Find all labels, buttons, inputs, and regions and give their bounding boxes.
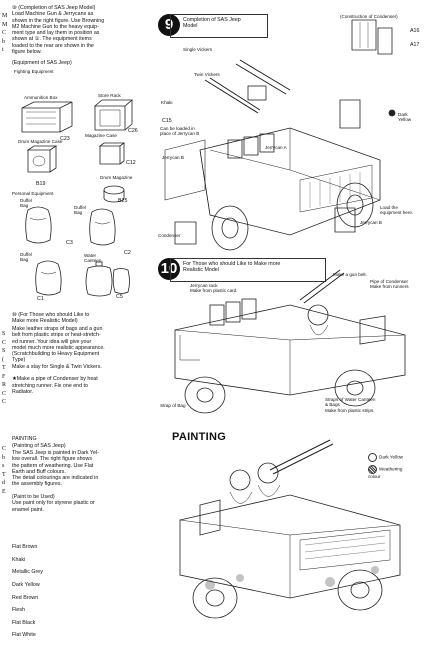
duffel-bag-1-drawing (25, 206, 52, 244)
weathering-legend-text: Weathering colour (368, 467, 403, 480)
duffel-bag-1-label: Duffel Bag (20, 198, 32, 209)
drum-magazine-case-drawing (26, 145, 58, 173)
part-a17: A17 (410, 42, 420, 48)
duffel-bag-2-drawing (89, 208, 116, 246)
paint-list: Flat Brown Khaki Metallic Grey Dark Yell… (12, 538, 43, 645)
jerrycan-a-label: Jerrycan A (265, 145, 287, 150)
paint-dark-yellow: Dark Yellow (12, 582, 40, 589)
pipe-condenser-label: Pipe of Condenser Make from runners (370, 279, 409, 290)
step9-title-box (170, 14, 268, 38)
twin-vickers-label: Twin Vickers (194, 72, 220, 77)
straps-water-label: Straps of Water Canteen & Bags Make from… (325, 397, 376, 413)
left-painting-heading: PAINTING (12, 436, 37, 442)
paint-khaki: Khaki (12, 556, 26, 563)
painting-instructions: The SAS Jeep is painted in Dark Yel- low… (12, 450, 99, 513)
load-equipment-label: Load the equipment here. (380, 205, 414, 216)
painting-heading: PAINTING (172, 431, 227, 443)
store-rack-drawing (93, 99, 134, 131)
personal-equipment-label: Personal Equipment (12, 191, 54, 196)
jerrycan-b-right-label: Jerrycan B (360, 220, 382, 225)
equipment-heading: (Equipment of SAS Jeep) (12, 60, 72, 66)
left-edge-fragment-bottom: C b s T d E (2, 446, 7, 495)
canteen-c5-drawing (112, 268, 130, 294)
condenser-label: Condenser (158, 233, 181, 238)
khaki-label: Khaki (161, 100, 173, 105)
drum-magazine-drawing (103, 185, 125, 203)
part-c23: C23 (60, 136, 70, 142)
water-canteen-label: Water Canteen (84, 253, 102, 264)
dark-yellow-label: Dark Yellow (398, 112, 412, 123)
dark-yellow-legend-text: Dark Yellow (379, 455, 404, 461)
paint-metallic-grey: Metallic Grey (12, 569, 43, 576)
loaded-note: Can be loaded in place of Jerrycan B (160, 126, 200, 137)
left-edge-fragment-top: M M C b t (2, 13, 8, 53)
part-c3: C3 (66, 240, 73, 246)
gun-belt-label: Make a gun belt. (333, 272, 367, 277)
paint-flat-white: Flat White (12, 632, 36, 639)
part-c5: C5 (116, 294, 123, 300)
magazine-case-drawing (98, 142, 126, 165)
step10-number-badge: 10 (158, 258, 180, 280)
weathering-legend: Weathering colour (368, 460, 402, 480)
part-c12: C12 (126, 160, 136, 166)
ammunition-box-label: Ammunition Box (24, 95, 58, 100)
realistic-instructions: Make leather straps of bags and a gun be… (12, 326, 105, 395)
ammunition-box-drawing (21, 101, 73, 133)
condenser-drawing-top (351, 19, 393, 55)
fighting-equipment-label: Fighting Equipment (14, 69, 54, 74)
drum-magazine-case-label: Drum Magazine Case (18, 139, 63, 144)
single-vickers-label: Single Vickers (183, 47, 213, 52)
left-edge-fragment-middle: S C S ( T F R C C (2, 331, 7, 405)
realistic-heading: ⑩ (For Those who should Like to Make mor… (12, 312, 90, 325)
step9-instructions: ⑨ (Completion of SAS Jeep Model) Load Ma… (12, 5, 105, 56)
paint-red-brown: Red Brown (12, 594, 39, 601)
part-b25: B25 (118, 198, 128, 204)
left-painting-sub: (Painting of SAS Jeep) (12, 443, 66, 449)
step9-title: Completion of SAS Jeep Model (183, 17, 241, 30)
drum-magazine-label: Drum Magazine (100, 175, 133, 180)
dark-yellow-swatch-icon (368, 453, 377, 463)
condenser-construction-label: (Construction of Condenser) (340, 14, 398, 19)
duffel-bag-2-label: Duffel Bag (74, 205, 86, 216)
part-b19: B19 (36, 181, 46, 187)
paint-flesh: Flesh (12, 607, 25, 614)
step9-number-badge: 9 (158, 14, 180, 36)
paint-flat-black: Flat Black (12, 619, 36, 626)
store-rack-label: Store Rack (98, 93, 121, 98)
part-a16: A16 (410, 28, 420, 34)
part-c1: C1 (37, 296, 44, 302)
strap-of-bag-label: Strap of Bag (160, 403, 186, 408)
jerrycan-rack-label: Jerrycan rack Make from plastic card. (190, 283, 238, 294)
jerrycan-b-label: Jerrycan B (162, 155, 184, 160)
dark-yellow-legend: Dark Yellow (368, 448, 404, 463)
step10-title: For Those who should Like to Make more R… (183, 261, 281, 274)
part-c2: C2 (124, 250, 131, 256)
part-c26: C26 (128, 128, 138, 134)
part-c15: C15 (162, 118, 172, 124)
step10-title-box (170, 258, 326, 282)
duffel-bag-3-drawing (35, 260, 62, 296)
duffel-bag-3-label: Duffel Bag (20, 252, 32, 263)
water-canteen-drawing (85, 261, 113, 297)
paint-flat-brown: Flat Brown (12, 544, 38, 551)
magazine-case-label: Magazine Case (85, 133, 117, 138)
